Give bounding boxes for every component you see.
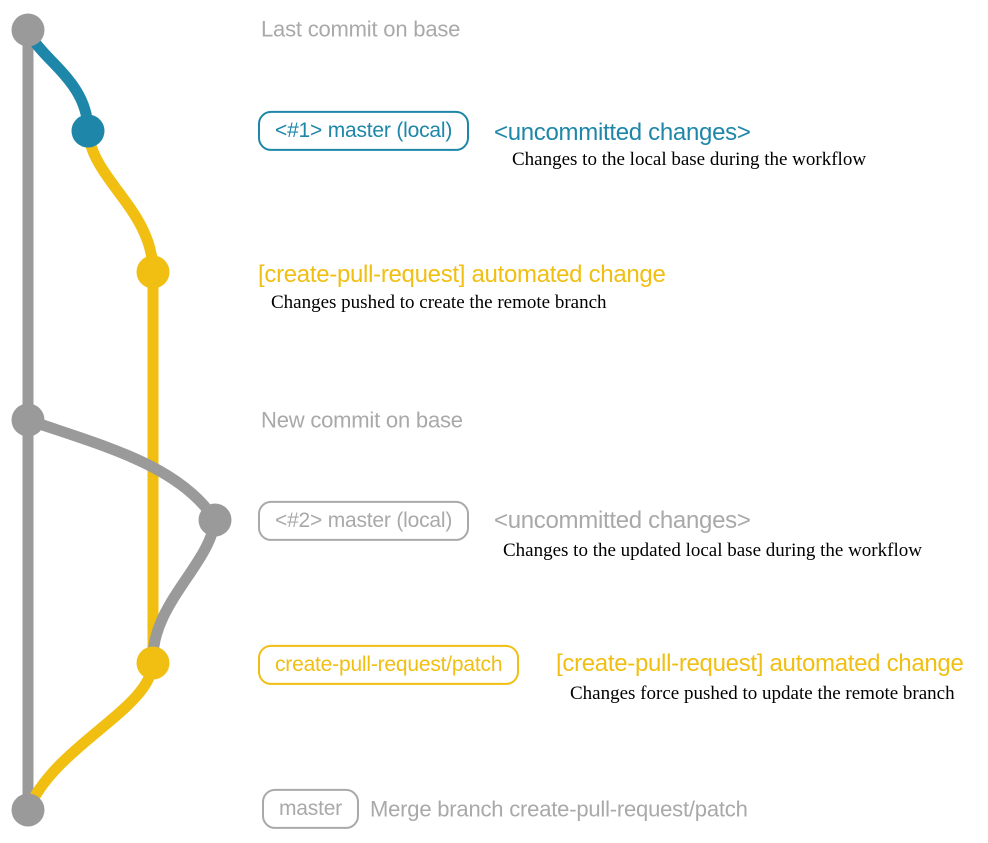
caption-last-commit-on-base: Last commit on base — [261, 16, 461, 42]
note-changes-pushed-create: Changes pushed to create the remote bran… — [271, 292, 607, 314]
commit-new-base — [11, 403, 45, 437]
branch-badge-master: master — [262, 788, 359, 830]
commit-2-master-local — [198, 503, 232, 537]
commit-1-master-local — [71, 114, 105, 148]
branch-badge-label: create-pull-request/patch — [258, 644, 520, 686]
branch-badge-patch: create-pull-request/patch — [258, 644, 520, 686]
note-changes-force-pushed: Changes force pushed to update the remot… — [570, 683, 955, 705]
branch-badge-label: <#1> master (local) — [258, 110, 470, 152]
commit-merge-master — [11, 793, 45, 827]
heading-uncommitted-changes-1: <uncommitted changes> — [494, 119, 751, 147]
edge-local-change-2 — [147, 514, 221, 669]
branch-badge-master-local-1: <#1> master (local) — [258, 110, 470, 152]
commit-automated-change-1 — [136, 255, 170, 289]
commit-last-base — [11, 13, 45, 47]
branch-badge-label: master — [262, 788, 359, 830]
edge-local-change-1 — [22, 24, 94, 137]
branch-badge-label: <#2> master (local) — [258, 500, 470, 542]
branch-badge-master-local-2: <#2> master (local) — [258, 500, 470, 542]
caption-new-commit-on-base: New commit on base — [261, 407, 463, 433]
heading-uncommitted-changes-2: <uncommitted changes> — [494, 507, 751, 535]
heading-automated-change-1: [create-pull-request] automated change — [258, 261, 666, 289]
edge-push-patch — [82, 125, 159, 278]
commit-automated-change-2 — [136, 646, 170, 680]
edge-merge-patch — [22, 657, 159, 816]
caption-merge-branch: Merge branch create-pull-request/patch — [370, 796, 748, 822]
note-local-base-changes-2: Changes to the updated local base during… — [503, 540, 922, 562]
heading-automated-change-2: [create-pull-request] automated change — [556, 650, 964, 678]
edge-rebase-local — [22, 414, 221, 526]
note-local-base-changes-1: Changes to the local base during the wor… — [512, 149, 867, 171]
